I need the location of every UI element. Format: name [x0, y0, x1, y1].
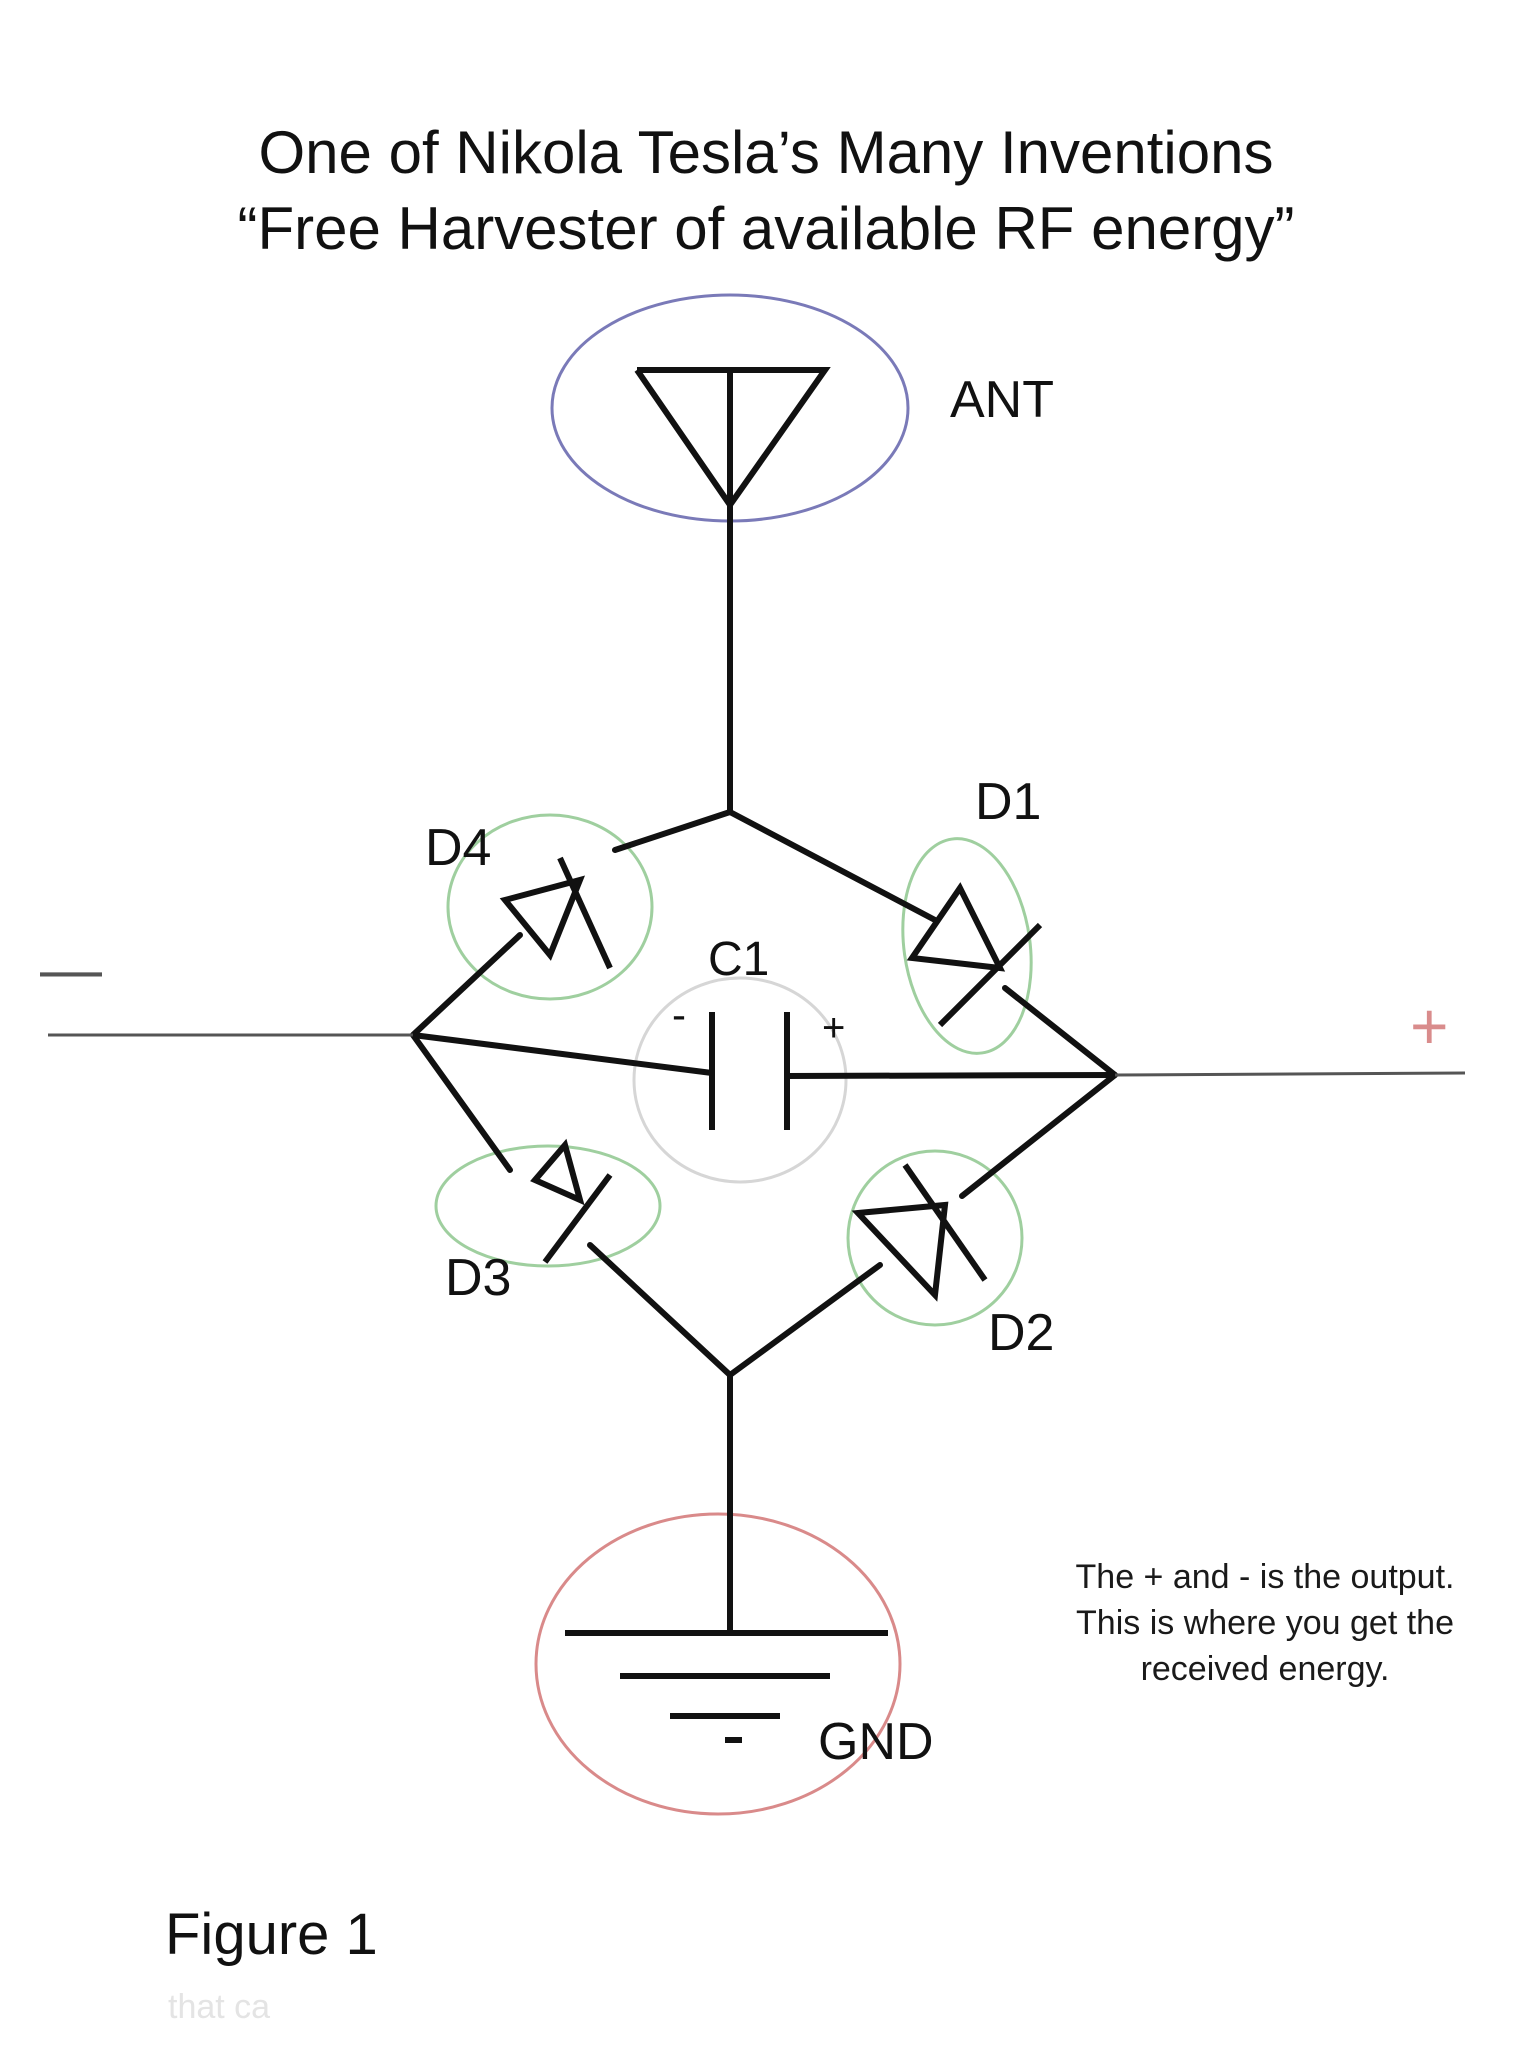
- diode-d2: [851, 1163, 988, 1302]
- ground-label: GND: [818, 1713, 934, 1771]
- antenna-label: ANT: [950, 371, 1054, 429]
- diode-d3: [530, 1138, 613, 1264]
- antenna-symbol: [634, 367, 831, 812]
- d4-highlight-ring: [446, 813, 654, 1001]
- d3-label: D3: [445, 1249, 512, 1307]
- positive-output-lead: [1114, 1071, 1466, 1077]
- title-line-2: “Free Harvester of available RF energy”: [237, 195, 1295, 262]
- d1-label: D1: [975, 773, 1042, 831]
- c1-label: C1: [708, 933, 770, 986]
- negative-output-label: —: [40, 935, 102, 1004]
- capacitor-c1: [412, 1012, 1116, 1130]
- capacitor-highlight-ring: [632, 976, 848, 1184]
- output-note-line-2: This is where you get the: [1076, 1604, 1454, 1642]
- diode-d1: [906, 882, 1043, 1028]
- capacitor-minus-label: -: [672, 991, 686, 1038]
- positive-output-label: +: [1410, 989, 1449, 1063]
- bridge-wires: [410, 809, 1118, 1636]
- output-note-line-3: received energy.: [1140, 1650, 1390, 1688]
- figure-caption: Figure 1: [165, 1902, 378, 1967]
- d3-highlight-ring: [434, 1144, 662, 1268]
- output-note-line-1: The + and - is the output.: [1075, 1558, 1455, 1596]
- faint-cropped-text: that ca: [168, 1988, 271, 2026]
- ground-symbol: [565, 1630, 888, 1743]
- diode-d4: [499, 856, 613, 970]
- d4-label: D4: [425, 819, 492, 877]
- d2-label: D2: [988, 1304, 1055, 1362]
- ground-highlight-ring: [534, 1512, 902, 1816]
- title-line-1: One of Nikola Tesla’s Many Inventions: [258, 119, 1274, 186]
- output-note: The + and - is the output. This is where…: [1000, 1554, 1530, 1692]
- capacitor-plus-label: +: [822, 1006, 846, 1050]
- d2-highlight-ring: [846, 1149, 1024, 1327]
